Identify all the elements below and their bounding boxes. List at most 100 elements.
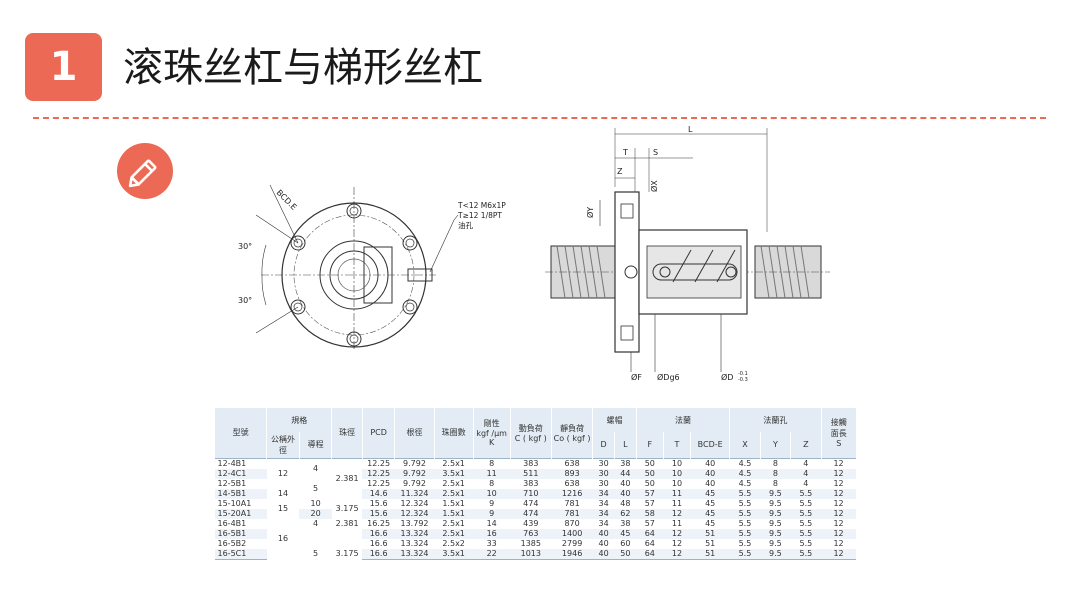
cell-k: 10 (473, 488, 511, 499)
col-T: T (662, 432, 691, 458)
lead-5b-cell: 5 (299, 528, 332, 559)
cell-z: 5.5 (790, 488, 822, 499)
cell-d: 30 (592, 457, 615, 469)
cell-f: 50 (636, 457, 664, 469)
pencil-icon (128, 159, 157, 188)
pencil-badge (117, 143, 173, 199)
cell-l: 40 (620, 478, 631, 488)
cell-d: 40 (598, 538, 609, 548)
cell-f: 58 (636, 508, 664, 519)
cell-pcd: 15.6 (362, 508, 395, 519)
col-rigidity: 剛性 kgf /μm K (472, 408, 511, 458)
dyn-line1: 動負荷 (518, 423, 543, 433)
cell-circ: 3.5x1 (434, 468, 474, 479)
cell-y: 9.5 (769, 538, 782, 548)
rigidity-line3: K (489, 438, 495, 448)
cell-l: 62 (614, 508, 637, 519)
cell-co: 1400 (551, 528, 593, 539)
dim-D: ØD (721, 372, 733, 382)
cell-x: 5.5 (738, 538, 752, 548)
cell-l: 38 (614, 457, 637, 469)
cell-pcd: 14.6 (362, 488, 395, 499)
cell-circ: 2.5x1 (442, 478, 465, 488)
cell-model: 12-5B1 (217, 478, 247, 488)
cell-k: 9 (489, 498, 495, 508)
slide-number: 1 (49, 44, 78, 90)
cell-z: 5.5 (790, 528, 822, 539)
dim-Y: ØY (585, 207, 595, 218)
col-BCD: BCD-E (690, 432, 730, 458)
cell-y: 8 (772, 478, 778, 488)
cell-f: 64 (636, 528, 664, 539)
col-circuits: 珠圈數 (433, 408, 474, 458)
cell-pcd: 12.25 (367, 478, 391, 488)
cell-k: 8 (473, 457, 511, 469)
col-F: F (635, 432, 664, 458)
cell-l: 45 (614, 528, 637, 539)
slide-title: 滚珠丝杠与梯形丝杠 (123, 45, 483, 91)
cell-l: 40 (614, 488, 637, 499)
cell-f: 57 (636, 488, 664, 499)
cell-x: 5.5 (729, 488, 761, 499)
cell-x: 4.5 (729, 468, 761, 479)
cell-circ: 2.5x1 (434, 488, 474, 499)
cell-y: 9.5 (760, 508, 791, 519)
cell-model: 15-10A1 (217, 498, 252, 508)
static-line2: Co ( kgf ) (553, 433, 591, 443)
cell-d: 40 (592, 548, 615, 560)
side-view-drawing: L T S Z ØX ØY ØF ØDg6 ØD -0.1 (545, 125, 830, 383)
dim-Dg6: ØDg6 (657, 372, 680, 382)
cell-model: 16-5C1 (214, 548, 267, 560)
cell-k: 16 (473, 528, 511, 539)
cell-y: 9.5 (769, 498, 782, 508)
cell-t: 12 (671, 538, 683, 548)
cell-pcd: 15.6 (369, 498, 388, 508)
cell-x: 4.5 (729, 457, 761, 469)
cell-x: 5.5 (738, 518, 752, 528)
cell-x: 4.5 (738, 478, 752, 488)
dim-D-tol-lower: -0.3 (738, 377, 748, 383)
oil-note-1: T<12 M6x1P (457, 201, 506, 210)
cell-bcd: 40 (690, 468, 730, 479)
cell-f: 57 (644, 498, 655, 508)
slide-number-badge: 1 (25, 33, 102, 101)
col-D: D (592, 432, 615, 458)
dim-X: ØX (649, 180, 659, 192)
cell-k: 22 (473, 548, 511, 560)
cell-x: 5.5 (729, 528, 761, 539)
cell-co: 638 (564, 478, 580, 488)
cell-bcd: 45 (690, 488, 730, 499)
cell-pcd: 16.6 (362, 528, 395, 539)
cell-co: 1216 (551, 488, 593, 499)
cell-bcd: 45 (705, 498, 716, 508)
cell-l: 38 (620, 518, 631, 528)
cell-y: 8 (760, 468, 791, 479)
col-Y: Y (759, 432, 791, 458)
cell-model: 12-4B1 (214, 457, 267, 469)
cell-root: 13.324 (394, 528, 435, 539)
cell-c: 1013 (510, 548, 552, 560)
cell-s: 12 (833, 518, 844, 528)
cell-x: 5.5 (729, 548, 761, 560)
cell-c: 763 (510, 528, 552, 539)
cell-z: 4 (790, 468, 822, 479)
cell-s: 12 (821, 508, 856, 519)
cell-t: 12 (663, 508, 691, 519)
cell-z: 5.5 (799, 538, 813, 548)
oil-note-2: T≥12 1/8PT (457, 211, 502, 220)
cell-y: 9.5 (760, 528, 791, 539)
connect-line2: 面長 (830, 429, 847, 439)
cell-k: 14 (486, 518, 497, 528)
lead-10-cell: 10 (310, 498, 321, 508)
cell-root: 11.324 (394, 488, 435, 499)
rigidity-line2: kgf /μm (476, 429, 507, 439)
cell-bcd: 51 (705, 538, 716, 548)
cell-c: 474 (523, 498, 539, 508)
cell-bcd: 45 (690, 508, 730, 519)
cell-circ: 2.5x1 (442, 518, 465, 528)
